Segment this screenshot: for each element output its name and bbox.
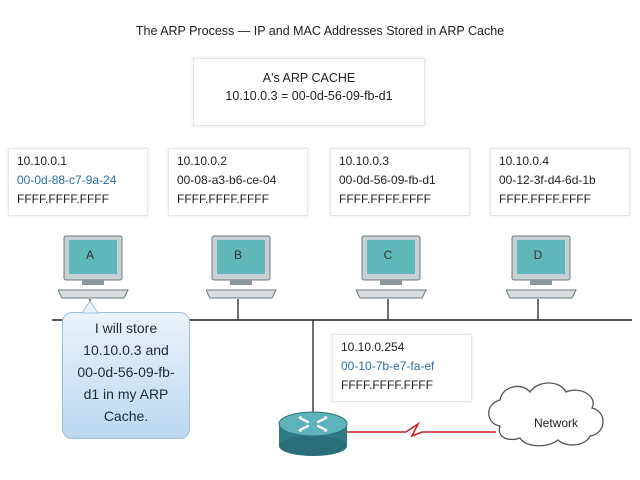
network-cloud-icon	[488, 382, 604, 447]
host-c-ip: 10.10.0.3	[339, 154, 390, 168]
host-c-mac: 00-0d-56-09-fb-d1	[339, 173, 436, 187]
host-b-ip: 10.10.0.2	[177, 154, 228, 168]
arp-cache-entry: 10.10.0.3 = 00-0d-56-09-fb-d1	[225, 89, 393, 103]
host-b-info-box: 10.10.0.2 00-08-a3-b6-ce-04 FFFF.FFFF.FF…	[168, 148, 308, 216]
host-a-broadcast: FFFF.FFFF.FFFF	[17, 192, 109, 206]
computer-a: A	[58, 234, 138, 304]
host-a-mac: 00-0d-88-c7-9a-24	[17, 173, 117, 187]
host-b-broadcast: FFFF.FFFF.FFFF	[177, 192, 269, 206]
callout-pointer-icon	[81, 300, 99, 314]
computer-a-label: A	[85, 248, 94, 262]
host-c-broadcast: FFFF.FFFF.FFFF	[339, 192, 431, 206]
callout-line: I will store	[94, 320, 158, 336]
router-icon	[278, 411, 348, 456]
arp-cache-box: A's ARP CACHE 10.10.0.3 = 00-0d-56-09-fb…	[193, 58, 425, 126]
computer-b-label: B	[233, 248, 242, 262]
computer-d-label: D	[533, 248, 543, 262]
host-a-ip: 10.10.0.1	[17, 154, 68, 168]
computer-d: D	[506, 234, 586, 304]
router-mac: 00-10-7b-e7-fa-ef	[341, 359, 435, 373]
host-c-info-box: 10.10.0.3 00-0d-56-09-fb-d1 FFFF.FFFF.FF…	[330, 148, 470, 216]
computer-a-icon	[58, 235, 129, 299]
callout-line: Cache.	[103, 408, 149, 424]
host-d-mac: 00-12-3f-d4-6d-1b	[499, 173, 596, 187]
host-d-broadcast: FFFF.FFFF.FFFF	[499, 192, 591, 206]
computer-d-icon	[506, 235, 577, 299]
computer-b: B	[206, 234, 286, 304]
host-b-mac: 00-08-a3-b6-ce-04	[177, 173, 277, 187]
serial-link	[346, 421, 496, 438]
host-a-info-box: 10.10.0.1 00-0d-88-c7-9a-24 FFFF.FFFF.FF…	[8, 148, 148, 216]
router-broadcast: FFFF.FFFF.FFFF	[341, 378, 433, 392]
callout-line: 00-0d-56-09-fb-	[77, 364, 175, 380]
network-label: Network	[533, 416, 578, 430]
computer-c-label: C	[383, 248, 393, 262]
router-ip: 10.10.0.254	[341, 340, 405, 354]
speech-callout: I will store 10.10.0.3 and 00-0d-56-09-f…	[62, 312, 190, 439]
host-d-ip: 10.10.0.4	[499, 154, 550, 168]
computer-c: C	[356, 234, 436, 304]
host-d-info-box: 10.10.0.4 00-12-3f-d4-6d-1b FFFF.FFFF.FF…	[490, 148, 630, 216]
router-info-box: 10.10.0.254 00-10-7b-e7-fa-ef FFFF.FFFF.…	[332, 334, 472, 402]
arp-cache-heading: A's ARP CACHE	[262, 71, 356, 85]
callout-line: 10.10.0.3 and	[83, 342, 169, 358]
callout-line: d1 in my ARP	[83, 386, 169, 402]
computer-b-icon	[206, 235, 277, 299]
diagram-title: The ARP Process — IP and MAC Addresses S…	[135, 24, 505, 38]
computer-c-icon	[356, 235, 427, 299]
